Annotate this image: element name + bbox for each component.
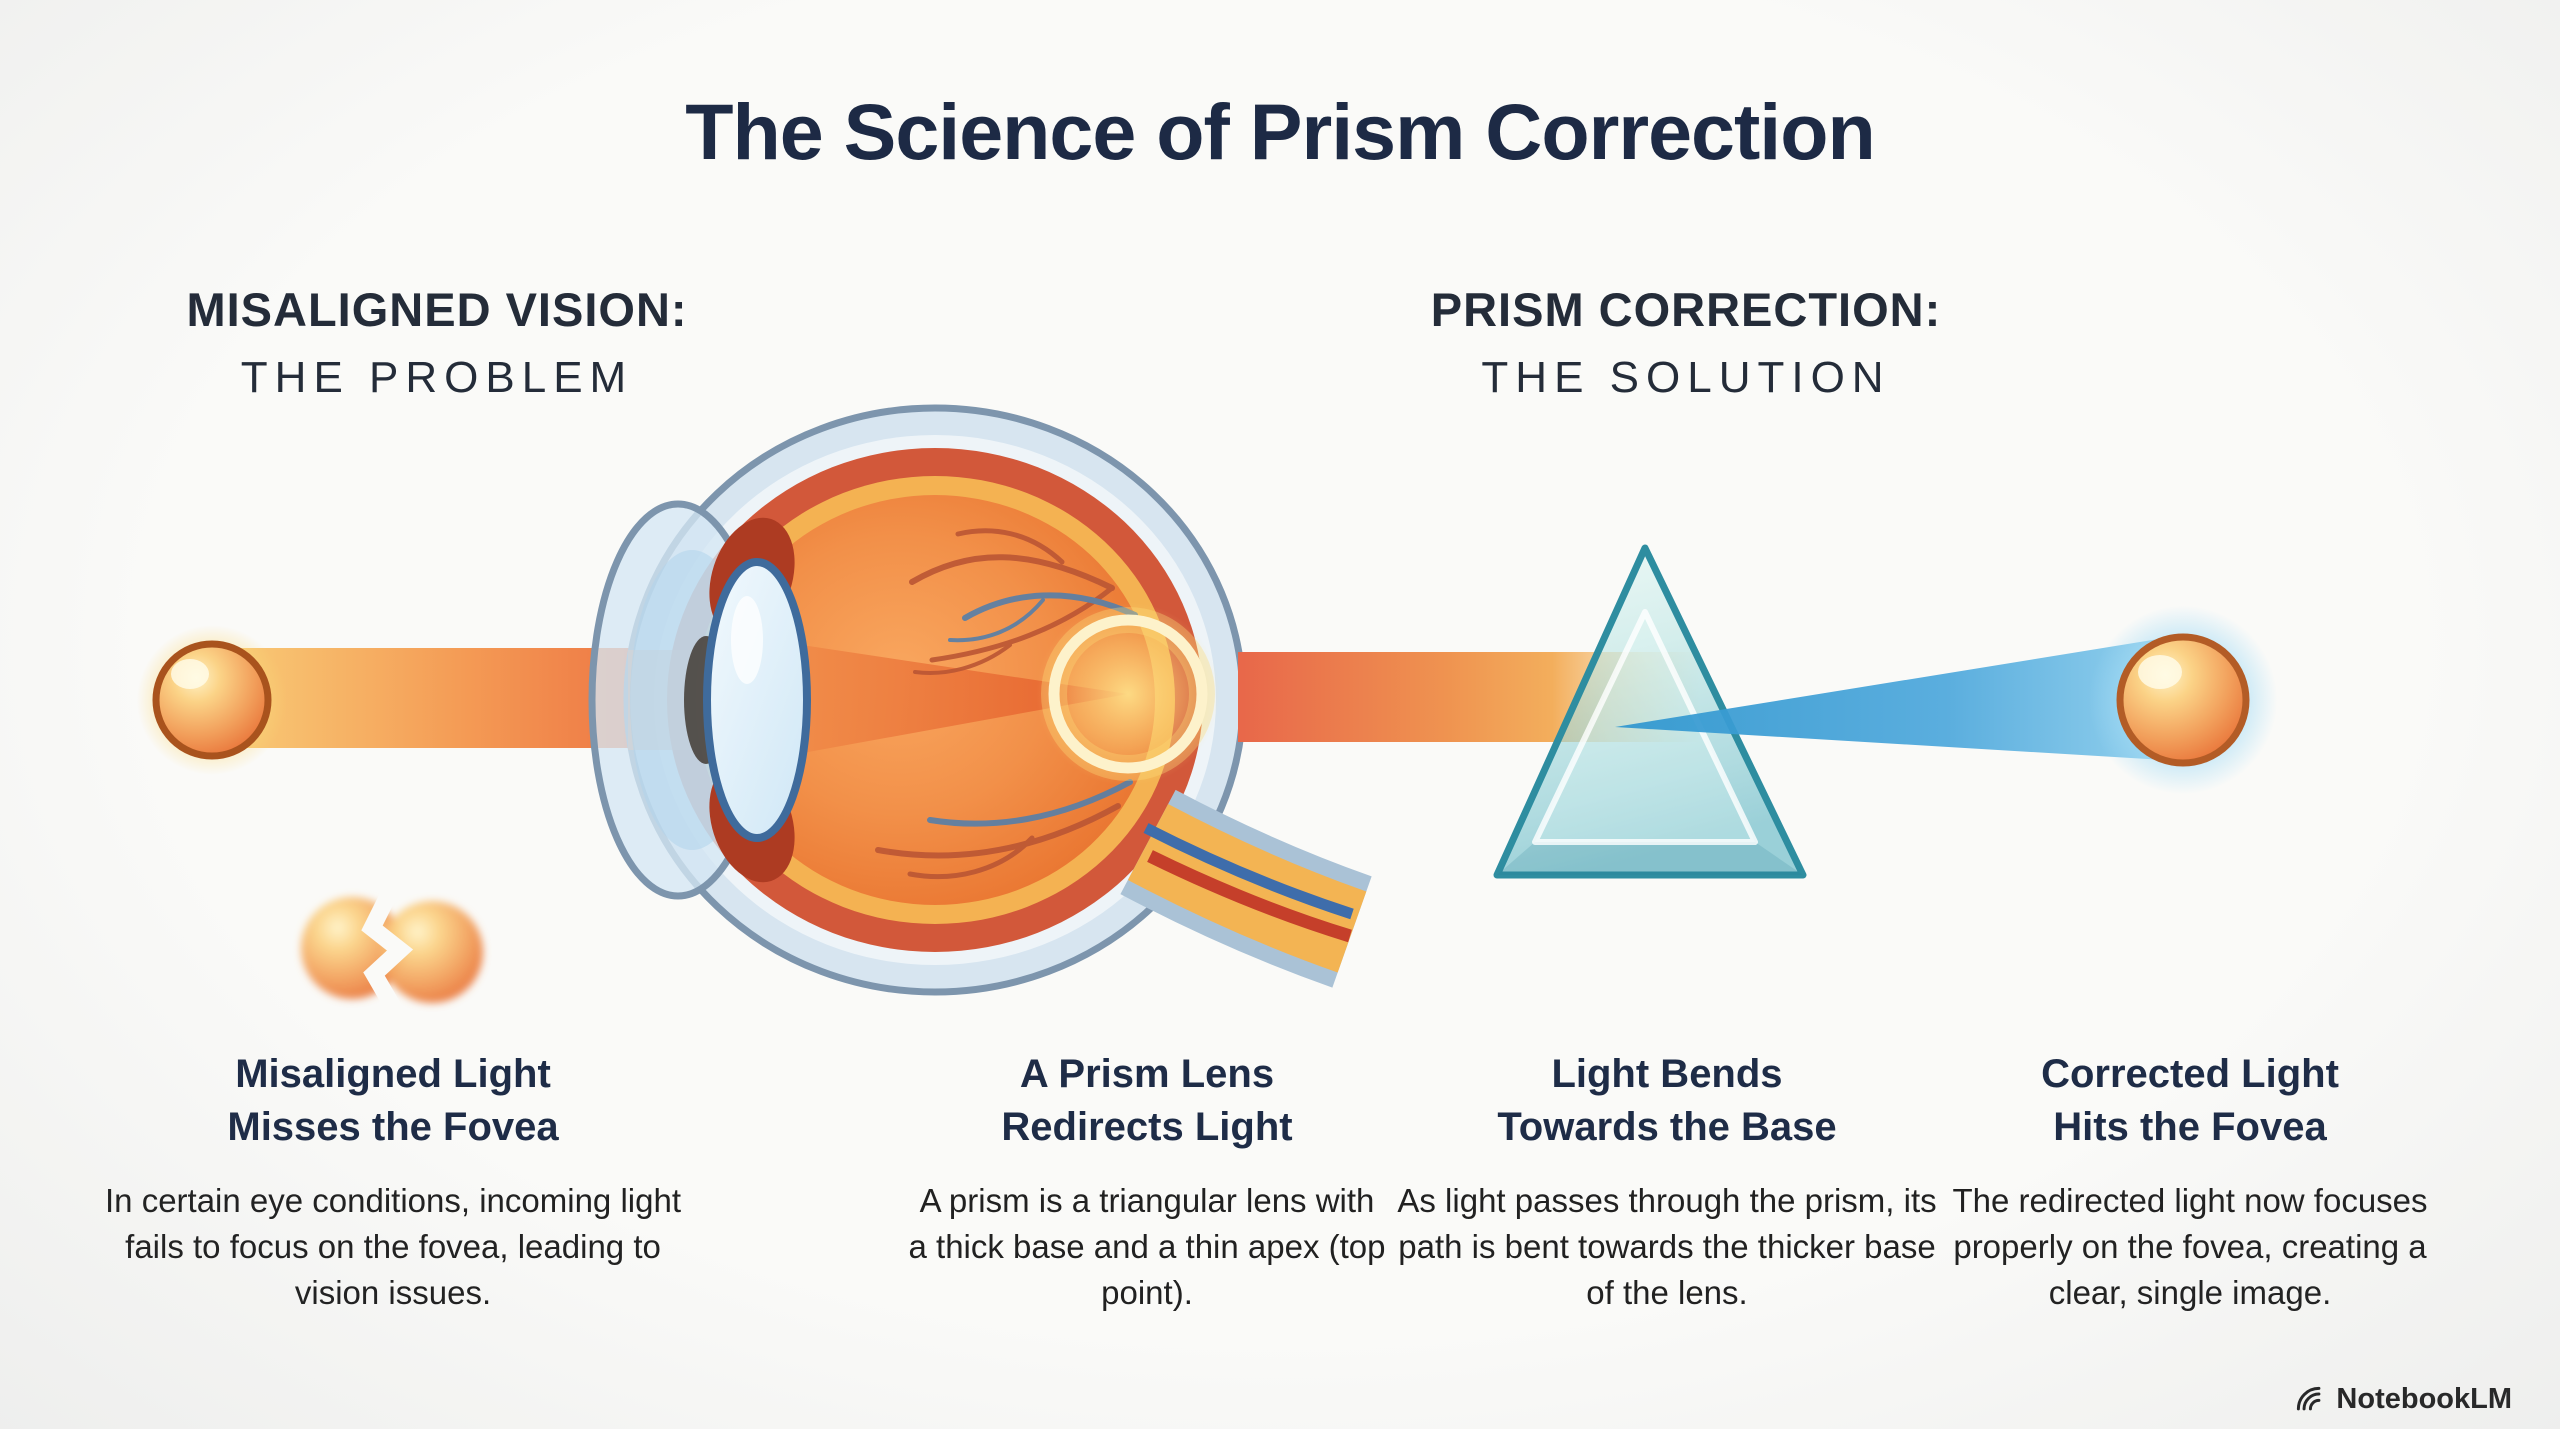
caption-body: As light passes through the prism, its p… bbox=[1397, 1181, 1937, 1311]
crack-zigzag bbox=[361, 886, 414, 1017]
caption-body: The redirected light now focuses properl… bbox=[1952, 1181, 2428, 1311]
caption-corrected-light: Corrected Light Hits the Fovea The redir… bbox=[1920, 1048, 2460, 1316]
solution-header-line2: THE SOLUTION bbox=[1481, 353, 1891, 402]
caption-heading: Corrected Light Hits the Fovea bbox=[1920, 1048, 2460, 1154]
caption-heading: A Prism Lens Redirects Light bbox=[907, 1048, 1387, 1154]
page-title: The Science of Prism Correction bbox=[685, 87, 1875, 176]
eye-cross-section-diagram bbox=[588, 404, 1372, 996]
caption-body: In certain eye conditions, incoming ligh… bbox=[105, 1181, 681, 1311]
caption-heading-line1: Light Bends bbox=[1551, 1052, 1783, 1096]
caption-heading: Light Bends Towards the Base bbox=[1397, 1048, 1937, 1154]
caption-light-bends: Light Bends Towards the Base As light pa… bbox=[1397, 1048, 1937, 1316]
section-header-solution: PRISM CORRECTION: THE SOLUTION bbox=[1431, 282, 1942, 403]
split-light-ball-icon bbox=[301, 886, 483, 1017]
ball-highlight bbox=[2138, 655, 2182, 689]
fovea-glow bbox=[1036, 602, 1220, 786]
caption-heading-line2: Misses the Fovea bbox=[227, 1104, 559, 1149]
caption-prism-lens: A Prism Lens Redirects Light A prism is … bbox=[907, 1048, 1387, 1316]
caption-heading: Misaligned Light Misses the Fovea bbox=[98, 1048, 688, 1154]
watermark-brand: NotebookLM bbox=[2336, 1382, 2512, 1415]
caption-heading-line2: Towards the Base bbox=[1497, 1104, 1837, 1149]
caption-heading-line2: Hits the Fovea bbox=[2053, 1104, 2327, 1149]
refracted-light-beam bbox=[1615, 638, 2165, 760]
caption-heading-line1: Corrected Light bbox=[2041, 1052, 2339, 1096]
problem-header-line2: THE PROBLEM bbox=[240, 353, 634, 402]
solution-header-line1: PRISM CORRECTION: bbox=[1430, 283, 1942, 336]
caption-heading-line2: Redirects Light bbox=[1001, 1104, 1293, 1149]
caption-misaligned-light: Misaligned Light Misses the Fovea In cer… bbox=[98, 1048, 688, 1316]
ball-highlight bbox=[171, 659, 209, 689]
lens-highlight bbox=[731, 596, 763, 684]
caption-heading-line1: Misaligned Light bbox=[235, 1052, 551, 1096]
section-header-problem: MISALIGNED VISION: THE PROBLEM bbox=[186, 282, 687, 403]
caption-heading-line1: A Prism Lens bbox=[1019, 1052, 1275, 1096]
prism-base-facet bbox=[1497, 842, 1803, 875]
optic-nerve bbox=[1120, 789, 1372, 988]
retinal-vessels bbox=[875, 528, 1138, 880]
caption-body: A prism is a triangular lens with a thic… bbox=[908, 1181, 1386, 1311]
problem-header-line1: MISALIGNED VISION: bbox=[186, 283, 688, 336]
focusing-light-cone bbox=[742, 636, 1128, 764]
watermark: NotebookLM bbox=[2292, 1382, 2512, 1416]
fovea-ring bbox=[1048, 614, 1208, 774]
notebooklm-logo-icon bbox=[2297, 1386, 2321, 1411]
